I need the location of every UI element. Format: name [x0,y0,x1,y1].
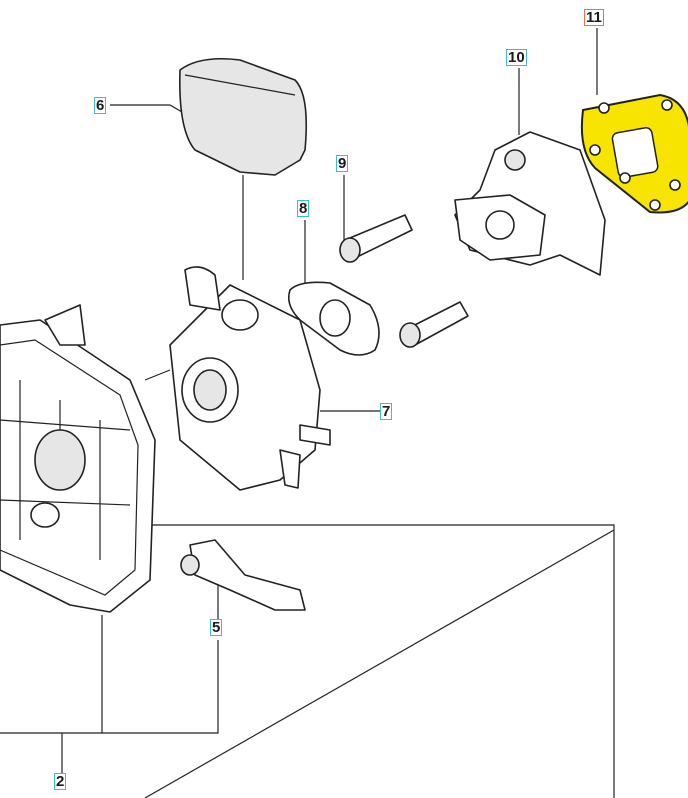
part-11-gasket [580,93,688,214]
part-6-cover [178,57,308,176]
part-9-bolts [339,214,469,348]
callout-8[interactable]: 8 [297,200,310,217]
callout-11[interactable]: 11 [584,9,604,26]
callout-10[interactable]: 10 [506,49,527,66]
part-7-carburetor [169,266,331,491]
part-10-intake [454,131,606,276]
callout-6[interactable]: 6 [94,97,107,114]
callout-5[interactable]: 5 [210,619,223,636]
part-2-filter-housing [0,304,156,613]
part-5-choke-lever [180,539,306,611]
callout-9[interactable]: 9 [336,155,349,172]
callout-2[interactable]: 2 [54,773,67,790]
callout-7[interactable]: 7 [380,403,393,420]
part-8-gasket [287,281,380,356]
leader-lines [0,28,615,798]
